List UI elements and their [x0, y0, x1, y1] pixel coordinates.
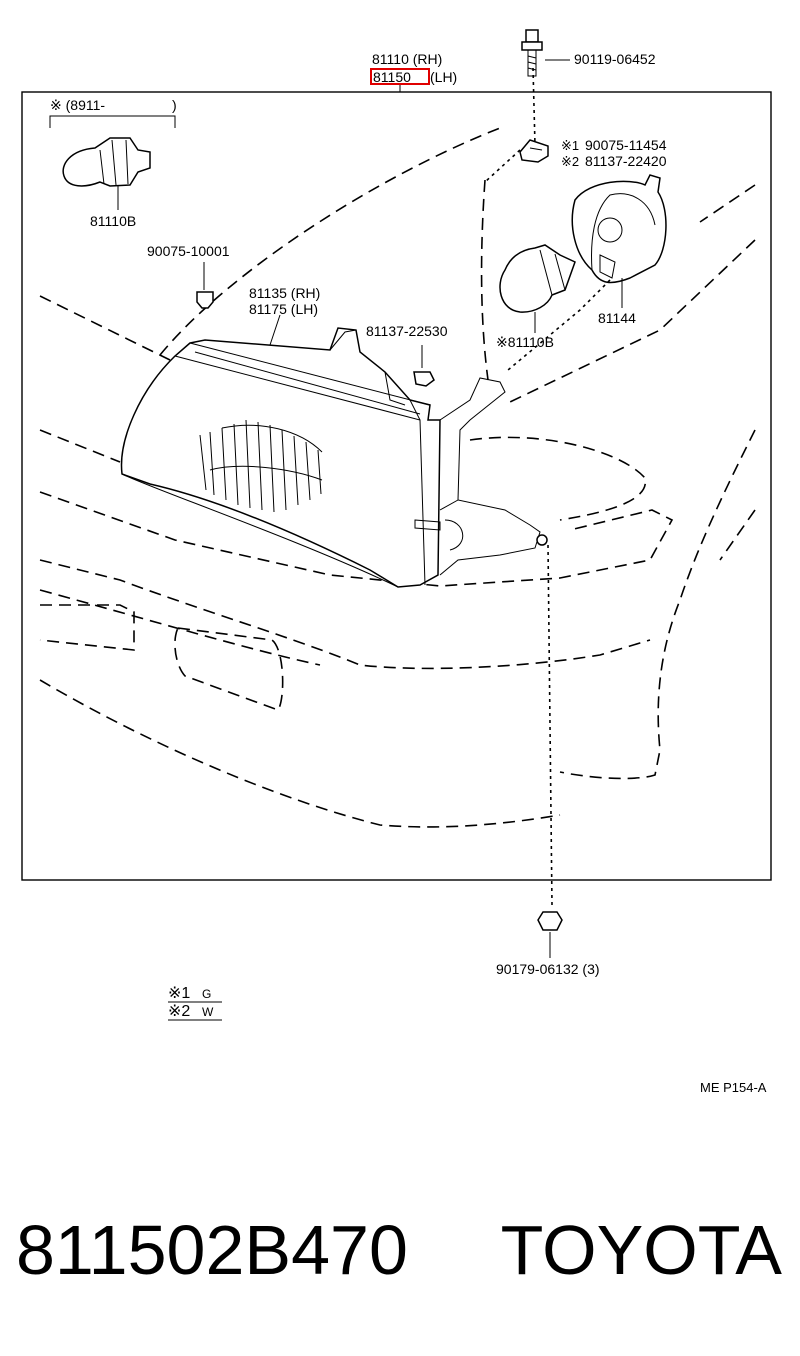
legend-mark-2: ※2 — [168, 1003, 190, 1020]
bulb-81110b-mid — [499, 244, 576, 333]
brand-name: TOYOTA — [500, 1211, 782, 1289]
label-90119: 90119-06452 — [574, 51, 656, 67]
clip-81137-22530 — [413, 345, 435, 387]
fender-line — [699, 184, 756, 223]
diagram-code: ME P154-A — [700, 1080, 767, 1095]
stud-bolt — [536, 534, 548, 546]
grille-recess — [469, 436, 647, 521]
fender-wheel — [559, 429, 756, 780]
leader-81135 — [269, 314, 281, 346]
fender-inner — [719, 509, 756, 561]
label-90075-11454: 90075-11454 — [585, 137, 667, 153]
hood-edge-left — [39, 295, 171, 361]
label-81110b-mid: ※81110B — [496, 334, 554, 350]
bulb-socket-81144 — [571, 174, 667, 308]
bumper-mid — [39, 559, 651, 670]
diagram-frame — [21, 91, 772, 881]
label-mark1: ※1 — [561, 138, 579, 153]
clip-90075-10001 — [196, 262, 214, 309]
nut-90179 — [537, 911, 563, 958]
fender-curve — [480, 179, 489, 381]
label-90075-10001: 90075-10001 — [147, 243, 230, 259]
label-8911-close: ) — [172, 97, 177, 113]
fog-lamp — [174, 627, 284, 711]
label-81137-22530: 81137-22530 — [366, 323, 448, 339]
label-81175-lh: 81175 (LH) — [249, 301, 318, 317]
screw-path — [532, 67, 536, 146]
hood-outline — [159, 127, 501, 356]
part-number: 811502B470 — [16, 1211, 408, 1289]
label-mark2: ※2 — [561, 154, 579, 169]
highlight-box-81150 — [370, 68, 430, 85]
label-81135-rh: 81135 (RH) — [249, 285, 320, 301]
clip-path — [484, 149, 521, 183]
parts-diagram: 81110 (RH) 81150 (LH) 90119-06452 ※ (891… — [21, 29, 772, 1095]
footer-bar: 811502B470 TOYOTA — [0, 1195, 800, 1305]
bulb-81110b-top — [49, 115, 176, 210]
label-81150: 81150 — [373, 69, 411, 85]
fender-side — [509, 239, 756, 403]
legend-code-1: G — [202, 987, 211, 1001]
screw-90119 — [521, 29, 543, 77]
body-line-mid — [39, 429, 121, 463]
fog-lamp-left — [39, 604, 135, 651]
headlamp-unit — [120, 327, 541, 588]
label-8911: ※ (8911- — [50, 97, 105, 113]
label-81110b-top: 81110B — [90, 213, 136, 229]
color-legend: ※1 G ※2 W — [168, 985, 222, 1021]
label-81150-lh: (LH) — [430, 69, 457, 85]
legend-code-2: W — [202, 1005, 214, 1019]
label-90179: 90179-06132 (3) — [496, 961, 600, 977]
bumper-low — [39, 589, 321, 666]
label-81137-22420: 81137-22420 — [585, 153, 667, 169]
socket-path — [507, 279, 611, 371]
clip-90075-11454 — [519, 139, 549, 163]
label-81144: 81144 — [598, 310, 636, 326]
bumper-bottom — [39, 679, 561, 828]
nut-path — [547, 544, 553, 906]
legend-mark-1: ※1 — [168, 985, 190, 1002]
label-81110-rh: 81110 (RH) — [372, 51, 442, 67]
bumper-top — [39, 491, 674, 587]
